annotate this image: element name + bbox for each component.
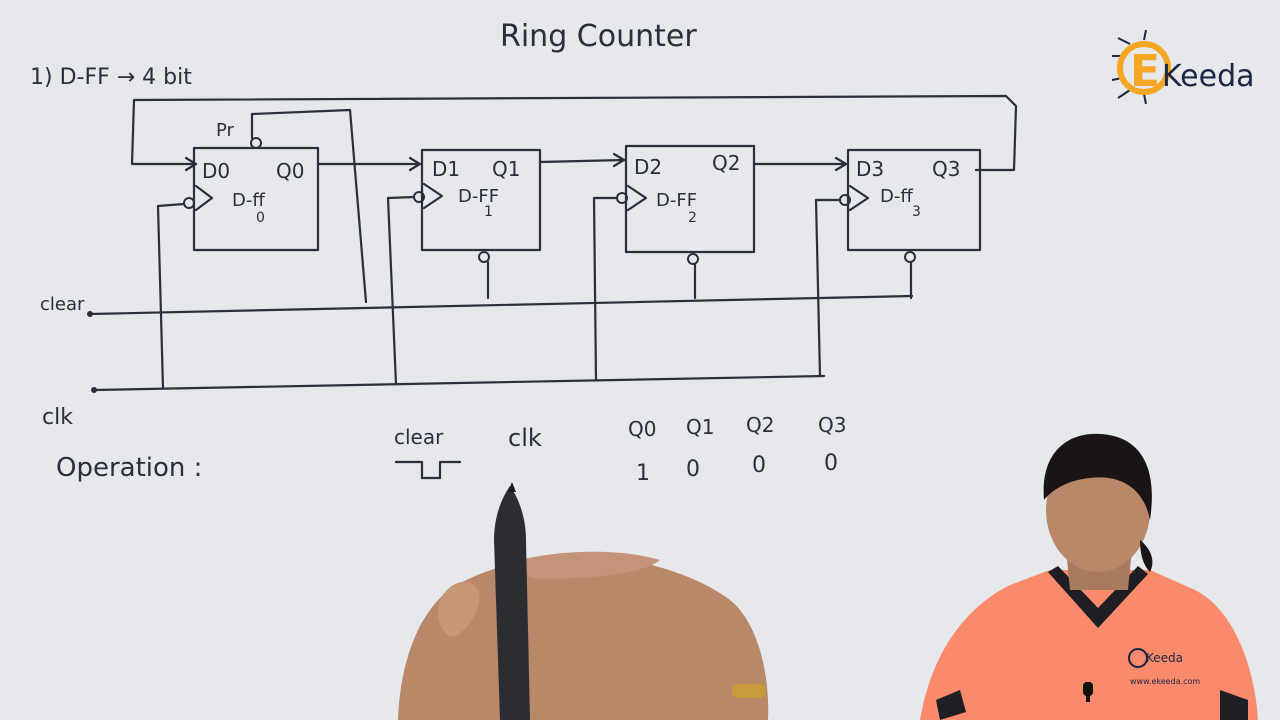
clock-wire xyxy=(92,374,826,392)
flipflop-0: D0 Q0 D-ff 0 xyxy=(183,146,320,252)
ff0-index: 0 xyxy=(256,210,265,226)
flipflop-3: D3 Q3 D-ff 3 xyxy=(839,148,982,263)
clock-input-dot xyxy=(91,387,97,393)
header-clear: clear xyxy=(394,425,444,449)
header-q0: Q0 xyxy=(628,417,656,441)
ff1-name: D-FF xyxy=(458,186,499,207)
flipflop-2: D2 Q2 D-FF 2 xyxy=(616,144,756,265)
clear-taps xyxy=(486,260,913,300)
q0-to-d1-wire xyxy=(316,156,422,172)
ff1-index: 1 xyxy=(484,204,493,220)
clear-wire xyxy=(88,294,914,316)
logo-letter: E xyxy=(1130,46,1160,97)
ff2-d-label: D2 xyxy=(634,155,662,179)
clear-pulse xyxy=(394,460,462,480)
ff1-q-label: Q1 xyxy=(492,157,520,181)
ff3-index: 3 xyxy=(912,204,921,220)
header-q3: Q3 xyxy=(818,413,846,437)
ff2-index: 2 xyxy=(688,210,697,226)
presenter-image: Keeda www.ekeeda.com xyxy=(920,433,1258,720)
row1-q0: 1 xyxy=(636,461,650,486)
header-q2: Q2 xyxy=(746,413,774,437)
microphone-icon xyxy=(1083,682,1093,702)
logo-text: Keeda xyxy=(1162,59,1255,94)
diagram-subtitle: 1) D-FF → 4 bit xyxy=(30,65,192,90)
ff0-d-label: D0 xyxy=(202,159,230,183)
ff0-name: D-ff xyxy=(232,190,265,211)
header-clk: clk xyxy=(508,424,542,452)
clear-label: clear xyxy=(40,294,85,315)
ekeeda-logo-icon: E Keeda xyxy=(1111,29,1255,105)
feedback-wire xyxy=(130,94,1018,172)
flipflop-1: D1 Q1 D-FF 1 xyxy=(413,148,542,263)
header-q1: Q1 xyxy=(686,415,714,439)
row1-q2: 0 xyxy=(752,453,766,478)
clock-taps xyxy=(156,195,842,390)
ff0-q-label: Q0 xyxy=(276,159,304,183)
preset-wire xyxy=(250,108,368,304)
ff3-q-label: Q3 xyxy=(932,157,960,181)
shirt-url: www.ekeeda.com xyxy=(1130,677,1200,686)
shirt-logo: Keeda www.ekeeda.com xyxy=(1128,648,1200,686)
row1-q1: 0 xyxy=(686,457,700,482)
q1-to-d2-wire xyxy=(538,152,626,168)
clear-input-dot xyxy=(87,311,93,317)
pen-icon xyxy=(494,482,530,720)
clk-label: clk xyxy=(42,405,73,430)
hand-icon xyxy=(398,551,769,720)
shirt-logo-text: Keeda xyxy=(1146,651,1183,665)
ff3-d-label: D3 xyxy=(856,157,884,181)
ff1-d-label: D1 xyxy=(432,157,460,181)
preset-bubble xyxy=(250,137,262,149)
diagram-title: Ring Counter xyxy=(500,19,697,54)
ff3-name: D-ff xyxy=(880,186,913,207)
operation-label: Operation : xyxy=(56,453,202,483)
ff2-name: D-FF xyxy=(656,190,697,211)
ff2-q-label: Q2 xyxy=(712,151,740,175)
q2-to-d3-wire xyxy=(752,156,848,172)
feedback-arrowhead xyxy=(184,156,198,172)
preset-label: Pr xyxy=(216,120,235,141)
row1-q3: 0 xyxy=(824,451,838,476)
